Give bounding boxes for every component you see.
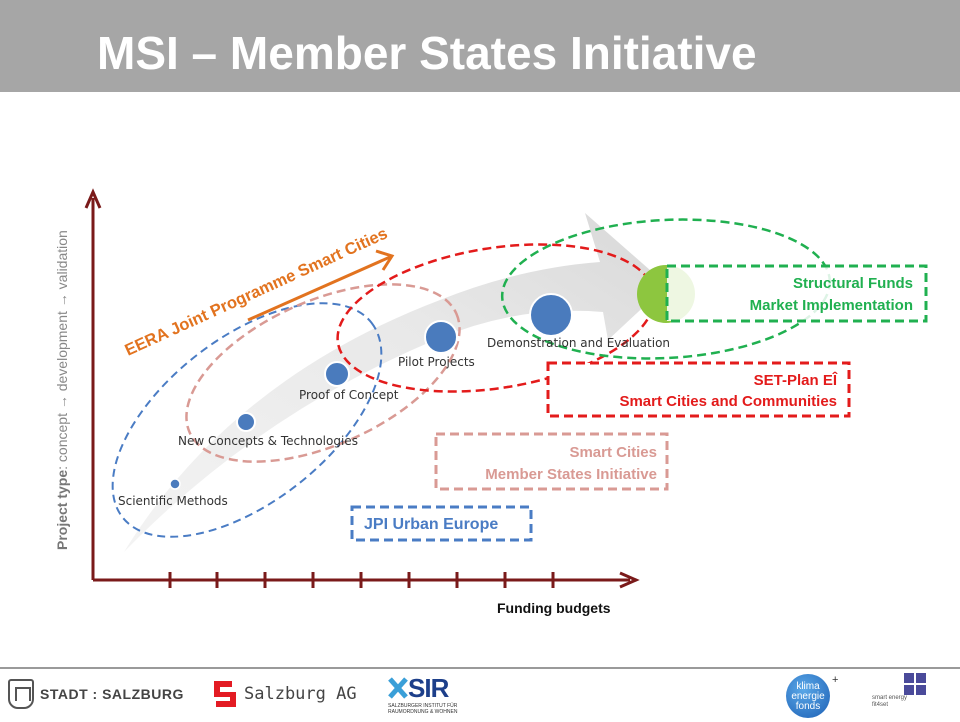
smart-energy-fit4set-logo: smart energy fit4set	[872, 673, 932, 709]
msi-box-frame	[434, 432, 669, 491]
salzburg-ag-name: Salzburg AG	[244, 684, 357, 704]
msi-box: Smart Cities Member States Initiative	[434, 432, 669, 491]
stage-dot-scientific-methods	[169, 478, 181, 490]
structural-funds-title: Structural Funds	[793, 275, 913, 292]
x-axis-label: Funding budgets	[497, 600, 611, 616]
klima-energie-fonds-logo: klima energie fonds +	[786, 674, 838, 718]
msi-title: Smart Cities	[569, 444, 657, 461]
jpi-label: JPI Urban Europe	[364, 516, 498, 533]
page-title: MSI – Member States Initiative	[97, 27, 757, 79]
eera-arrow	[247, 249, 395, 322]
eera-arrow-head	[375, 249, 395, 271]
jpi-box: JPI Urban Europe	[350, 505, 533, 542]
axes: Project type: concept → development → va…	[54, 188, 640, 616]
stage-dot-proof-of-concept	[324, 361, 350, 387]
setplan-box-frame	[546, 361, 851, 418]
y-axis-label-bold: Project type	[54, 470, 70, 550]
y-axis-label-rest: : concept → development → validation	[54, 230, 70, 470]
setplan-box: SET-Plan EÎ Smart Cities and Communities	[546, 361, 851, 418]
city-crest-icon	[8, 679, 34, 709]
stage-label-proof-of-concept: Proof of Concept	[299, 388, 399, 402]
klima-energie-fonds-badge: klima energie fonds	[786, 674, 830, 718]
jpi-ellipse	[111, 302, 383, 538]
stage-dot-demonstration	[529, 293, 573, 337]
stage-label-scientific-methods: Scientific Methods	[118, 494, 228, 508]
klima-line-3: fonds	[795, 700, 821, 712]
eera-label: EERA Joint Programme Smart Cities	[122, 224, 390, 359]
salzburg-ag-mark-icon	[214, 681, 236, 707]
klima-line-2: energie	[791, 690, 825, 702]
y-axis-label: Project type: concept → development → va…	[54, 230, 70, 550]
footer-logo-bar: STADT : SALZBURG Salzburg AG SIR SALZBUR…	[0, 667, 960, 722]
stage-label-demonstration: Demonstration and Evaluation	[487, 336, 670, 350]
x-axis-arrowhead	[619, 571, 640, 589]
stage-dot-new-concepts	[236, 412, 256, 432]
sir-subtitle: SALZBURGER INSTITUT FÜR RAUMORDNUNG & WO…	[388, 703, 458, 715]
salzburg-ag-logo: Salzburg AG	[212, 679, 357, 709]
stage-dot-pilot-projects	[424, 320, 458, 354]
structural-funds-box-frame	[665, 264, 928, 323]
stadt-salzburg-logo: STADT : SALZBURG	[8, 679, 184, 709]
progress-arrow-shape	[124, 213, 667, 552]
sir-logo: SIR SALZBURGER INSTITUT FÜR RAUMORDNUNG …	[388, 675, 460, 715]
funding-diagram: Project type: concept → development → va…	[54, 188, 928, 616]
fit4set-grid-icon	[904, 673, 926, 695]
eera-arrow-line	[247, 255, 391, 322]
sir-cross-icon	[388, 677, 408, 699]
sir-name: SIR	[408, 673, 449, 703]
msi-ellipse	[185, 283, 461, 463]
setplan-subtitle: Smart Cities and Communities	[619, 393, 837, 410]
x-axis-ticks	[168, 572, 555, 588]
klima-plus: +	[832, 674, 839, 686]
fit4set-line-1: smart energy	[872, 695, 908, 701]
structural-funds-box: Structural Funds Market Implementation	[665, 264, 928, 323]
stadt-salzburg-name: STADT : SALZBURG	[40, 686, 184, 702]
setplan-title: SET-Plan EÎ	[754, 371, 838, 389]
fit4set-line-2: fit4set	[872, 702, 889, 708]
y-axis-arrowhead	[84, 188, 102, 209]
structural-funds-subtitle: Market Implementation	[750, 297, 913, 314]
jpi-box-frame	[350, 505, 533, 542]
stage-label-new-concepts: New Concepts & Technologies	[178, 434, 358, 448]
msi-subtitle: Member States Initiative	[485, 466, 657, 483]
klima-line-1: klima	[796, 680, 820, 692]
stage-label-pilot-projects: Pilot Projects	[398, 355, 475, 369]
title-bar: MSI – Member States Initiative	[0, 0, 960, 92]
